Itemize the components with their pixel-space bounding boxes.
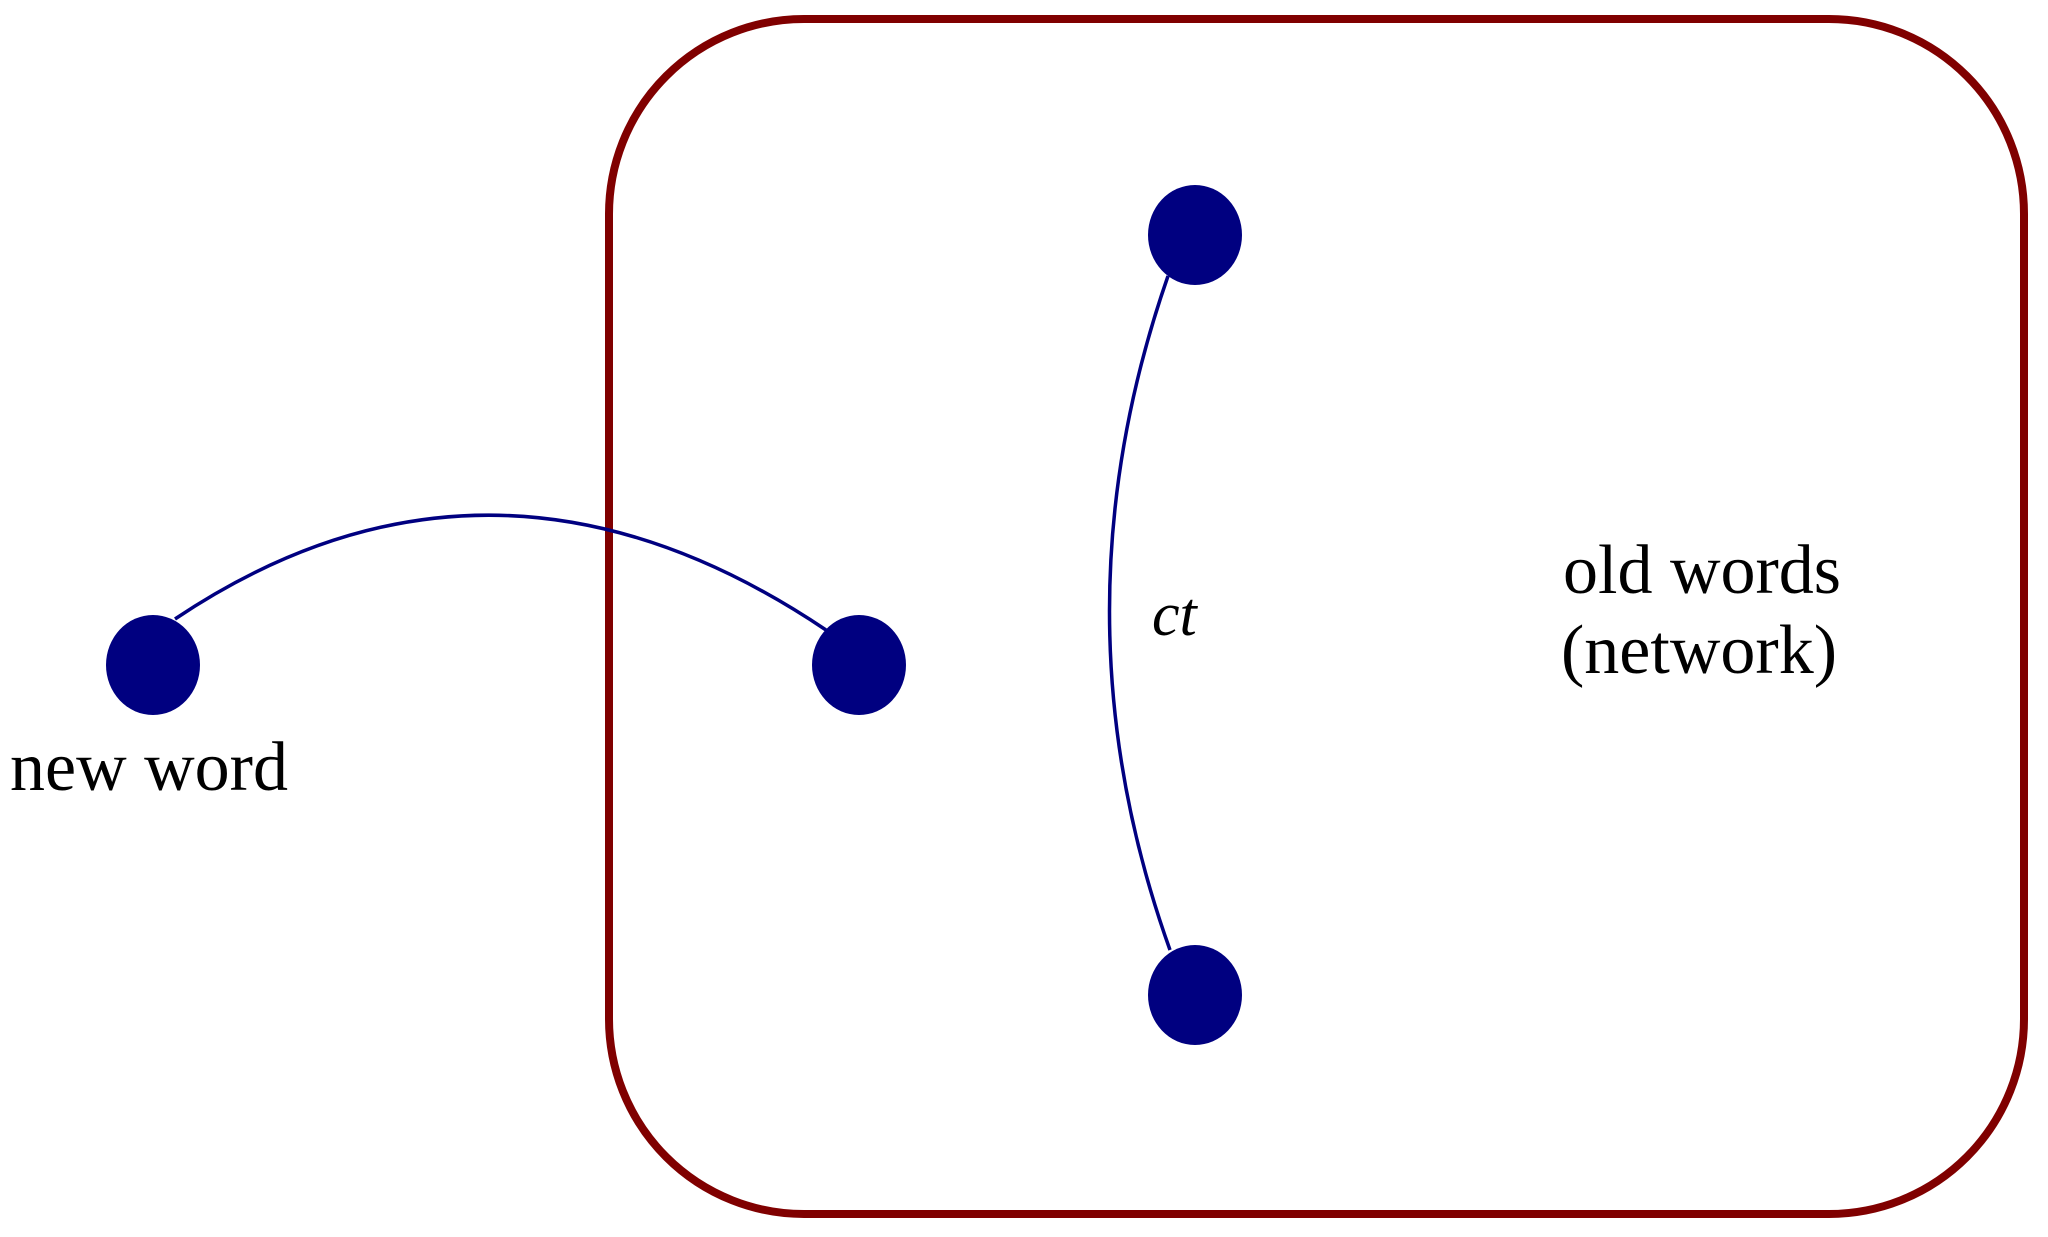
network-label-line1: old words: [1563, 532, 1841, 609]
network-node-left: [812, 615, 906, 715]
new-word-label: new word: [10, 729, 288, 806]
network-node-top: [1148, 185, 1242, 285]
edge-new-word-to-network: [174, 513, 827, 632]
edge-ct: [1107, 275, 1172, 951]
new-word-node: [106, 615, 200, 715]
network-label-line2: (network): [1561, 612, 1837, 689]
edge-label-ct: ct: [1152, 581, 1199, 649]
network-boundary: [605, 15, 2028, 1218]
network-node-bottom: [1148, 945, 1242, 1045]
